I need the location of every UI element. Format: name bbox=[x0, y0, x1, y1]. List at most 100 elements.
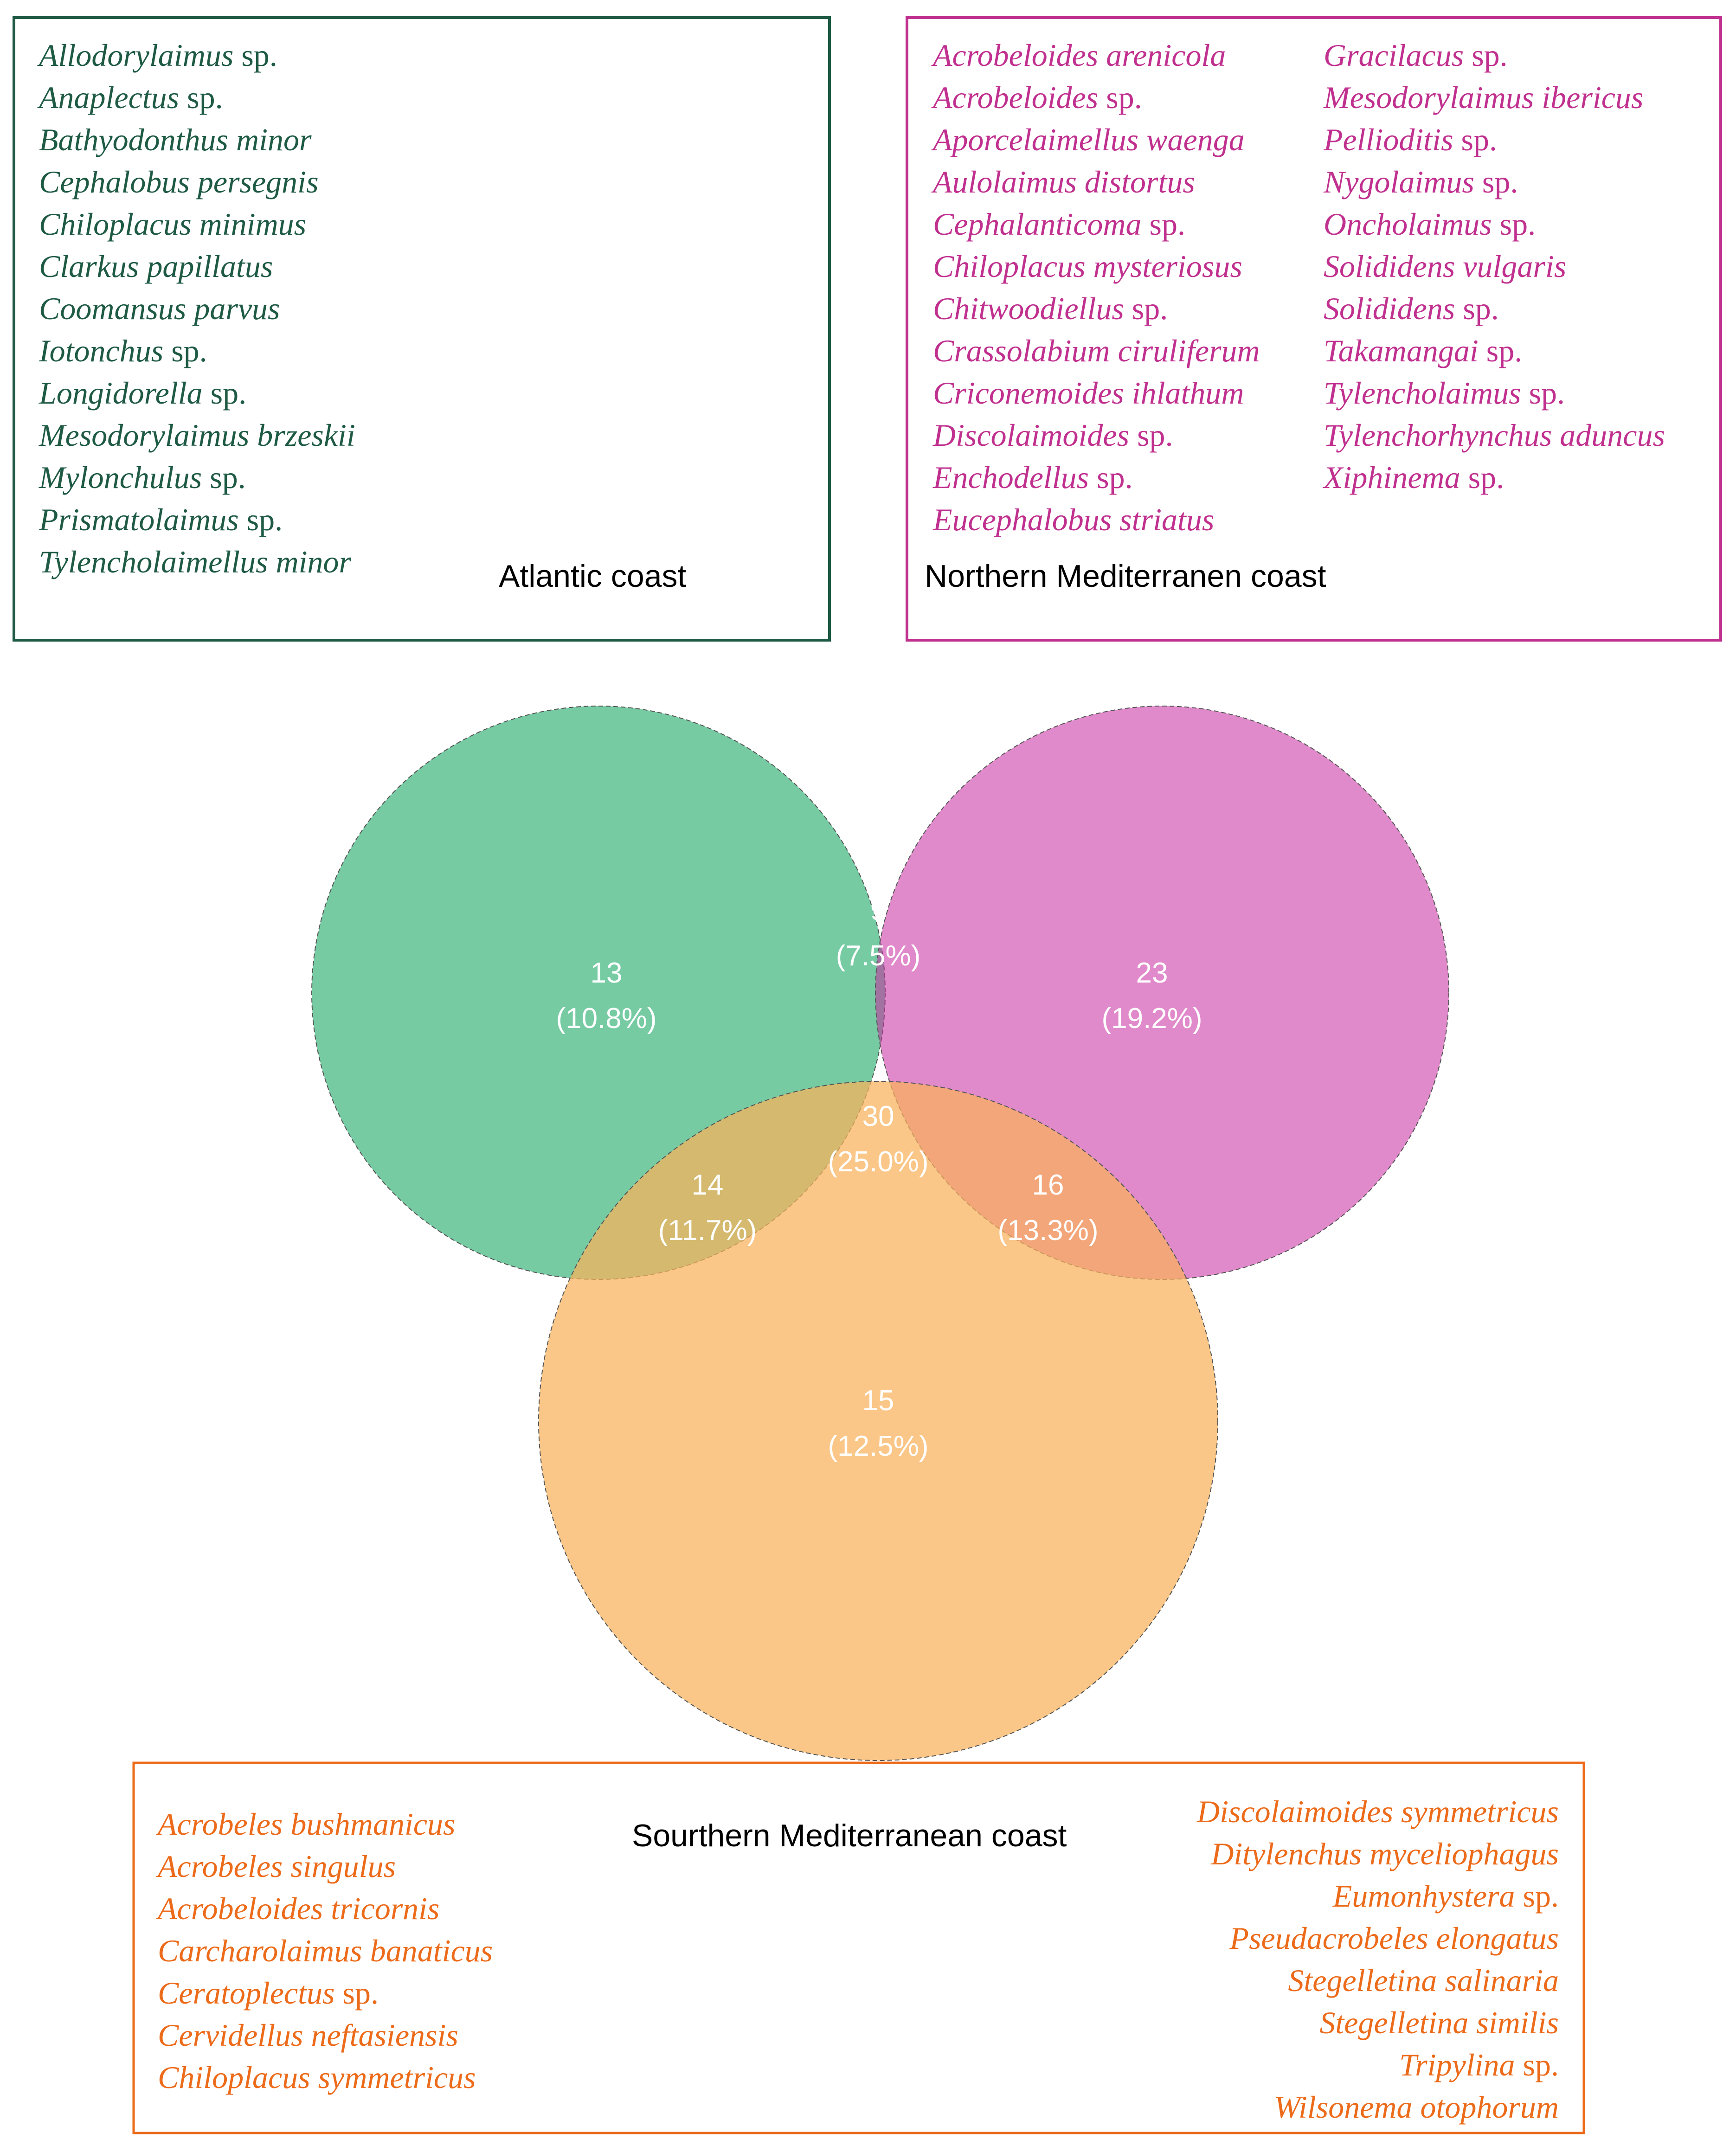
species-item: Prismatolaimus sp. bbox=[39, 502, 283, 537]
species-name: Prismatolaimus bbox=[39, 502, 239, 537]
species-item: Carcharolaimus banaticus bbox=[158, 1933, 493, 1968]
species-suffix: sp. bbox=[1089, 460, 1132, 495]
species-suffix: sp. bbox=[1124, 291, 1168, 326]
species-name: Mylonchulus bbox=[39, 460, 202, 495]
species-item: Chiloplacus minimus bbox=[39, 206, 306, 242]
species-name: Acrobeloides arenicola bbox=[931, 38, 1226, 73]
species-item: Coomansus parvus bbox=[39, 291, 280, 326]
atlantic-only-percent: (10.8%) bbox=[556, 1002, 656, 1034]
species-suffix: sp. bbox=[203, 375, 246, 411]
circle-southern bbox=[538, 1081, 1218, 1761]
species-item: Mesodorylaimus brzeskii bbox=[39, 418, 355, 453]
species-item: Mylonchulus sp. bbox=[39, 460, 246, 495]
species-item: Pseudacrobeles elongatus bbox=[1229, 1921, 1559, 1956]
southern-label: Sourthern Mediterranean coast bbox=[632, 1818, 1067, 1853]
species-item: Gracilacus sp. bbox=[1324, 38, 1508, 73]
species-item: Tylenchorhynchus aduncus bbox=[1324, 418, 1665, 453]
species-item: Chiloplacus symmetricus bbox=[158, 2060, 476, 2095]
species-suffix: sp. bbox=[239, 502, 283, 537]
species-item: Enchodellus sp. bbox=[932, 460, 1133, 495]
species-suffix: sp. bbox=[1453, 122, 1497, 157]
species-item: Pellioditis sp. bbox=[1323, 122, 1497, 157]
species-name: Solididens vulgaris bbox=[1324, 249, 1566, 284]
species-item: Aporcelaimellus waenga bbox=[931, 122, 1245, 157]
atlantic-only-count: 13 bbox=[591, 957, 623, 989]
species-name: Eucephalobus striatus bbox=[932, 502, 1214, 537]
atlantic-box bbox=[13, 16, 831, 642]
species-name: Aulolaimus distortus bbox=[931, 164, 1195, 199]
species-item: Crassolabium ciruliferum bbox=[933, 333, 1260, 368]
species-name: Ceratoplectus bbox=[158, 1975, 335, 2011]
species-name: Chiloplacus symmetricus bbox=[158, 2060, 476, 2095]
species-name: Discolaimoides bbox=[932, 418, 1129, 453]
species-name: Oncholaimus bbox=[1324, 206, 1492, 242]
species-suffix: sp. bbox=[335, 1975, 379, 2011]
species-name: Coomansus parvus bbox=[39, 291, 280, 326]
species-name: Cervidellus neftasiensis bbox=[158, 2017, 458, 2053]
species-name: Iotonchus bbox=[39, 333, 163, 368]
species-item: Acrobeles bushmanicus bbox=[156, 1806, 455, 1842]
species-name: Mesodorylaimus brzeskii bbox=[39, 418, 355, 453]
species-item: Eumonhystera sp. bbox=[1332, 1878, 1559, 1914]
northern-box bbox=[906, 16, 1722, 642]
northern-southern-count: 16 bbox=[1032, 1169, 1064, 1201]
species-name: Eumonhystera bbox=[1332, 1878, 1515, 1914]
species-item: Longidorella sp. bbox=[39, 375, 246, 411]
species-name: Ditylenchus myceliophagus bbox=[1210, 1836, 1559, 1871]
species-item: Oncholaimus sp. bbox=[1324, 206, 1536, 242]
species-suffix: sp. bbox=[1515, 2047, 1559, 2082]
species-item: Solididens vulgaris bbox=[1324, 249, 1566, 284]
species-item: Chitwoodiellus sp. bbox=[933, 291, 1168, 326]
species-name: Chitwoodiellus bbox=[933, 291, 1124, 326]
northern-southern-percent: (13.3%) bbox=[997, 1214, 1098, 1246]
northern-species-list-col2: Gracilacus sp. Mesodorylaimus ibericusPel… bbox=[1322, 38, 1665, 495]
species-item: Anaplectus sp. bbox=[37, 80, 223, 115]
all-three-count: 30 bbox=[862, 1100, 894, 1132]
species-item: Clarkus papillatus bbox=[39, 249, 273, 284]
species-name: Nygolaimus bbox=[1323, 164, 1474, 199]
species-name: Clarkus papillatus bbox=[39, 249, 273, 284]
species-name: Crassolabium ciruliferum bbox=[933, 333, 1260, 368]
species-suffix: sp. bbox=[202, 460, 245, 495]
species-suffix: sp. bbox=[1460, 460, 1504, 495]
species-item: Nygolaimus sp. bbox=[1323, 164, 1518, 199]
species-item: Aulolaimus distortus bbox=[931, 164, 1195, 199]
species-item: Tripylina sp. bbox=[1399, 2047, 1559, 2082]
species-name: Gracilacus bbox=[1324, 38, 1464, 73]
species-name: Aporcelaimellus waenga bbox=[931, 122, 1245, 157]
species-item: Cephalanticoma sp. bbox=[933, 206, 1185, 242]
northern-only-count: 23 bbox=[1136, 957, 1168, 989]
species-name: Chiloplacus mysteriosus bbox=[933, 249, 1242, 284]
species-suffix: sp. bbox=[1129, 418, 1173, 453]
venn-circles bbox=[311, 706, 1449, 1761]
species-name: Acrobeles bushmanicus bbox=[156, 1806, 455, 1842]
species-item: Mesodorylaimus ibericus bbox=[1323, 80, 1643, 115]
species-name: Tylencholaimus bbox=[1324, 375, 1521, 411]
species-name: Chiloplacus minimus bbox=[39, 206, 306, 242]
northern-label: Northern Mediterranen coast bbox=[925, 559, 1326, 594]
atlantic-species-list: Allodorylaimus sp.Anaplectus sp.Bathyodo… bbox=[37, 38, 355, 579]
species-item: Wilsonema otophorum bbox=[1274, 2089, 1559, 2125]
species-name: Acrobeloides tricornis bbox=[156, 1891, 440, 1926]
venn-region-labels: 13 (10.8%) 23 (19.2%) 9 (7.5%) 30 (25.0%… bbox=[556, 894, 1202, 1462]
species-item: Discolaimoides sp. bbox=[932, 418, 1173, 453]
species-name: Wilsonema otophorum bbox=[1274, 2089, 1559, 2125]
species-item: Chiloplacus mysteriosus bbox=[933, 249, 1242, 284]
species-item: Acrobeloides arenicola bbox=[931, 38, 1226, 73]
species-name: Anaplectus bbox=[37, 80, 179, 115]
species-suffix: sp. bbox=[163, 333, 207, 368]
species-item: Iotonchus sp. bbox=[39, 333, 207, 368]
species-name: Solididens bbox=[1324, 291, 1455, 326]
species-suffix: sp. bbox=[1098, 80, 1142, 115]
species-suffix: sp. bbox=[1492, 206, 1536, 242]
species-name: Stegelletina similis bbox=[1319, 2005, 1559, 2040]
species-name: Pellioditis bbox=[1323, 122, 1453, 157]
species-suffix: sp. bbox=[233, 38, 277, 73]
species-item: Ditylenchus myceliophagus bbox=[1210, 1836, 1559, 1871]
atlantic-northern-count: 9 bbox=[870, 894, 886, 926]
species-name: Discolaimoides symmetricus bbox=[1196, 1794, 1559, 1829]
species-item: Acrobeles singulus bbox=[156, 1849, 396, 1884]
